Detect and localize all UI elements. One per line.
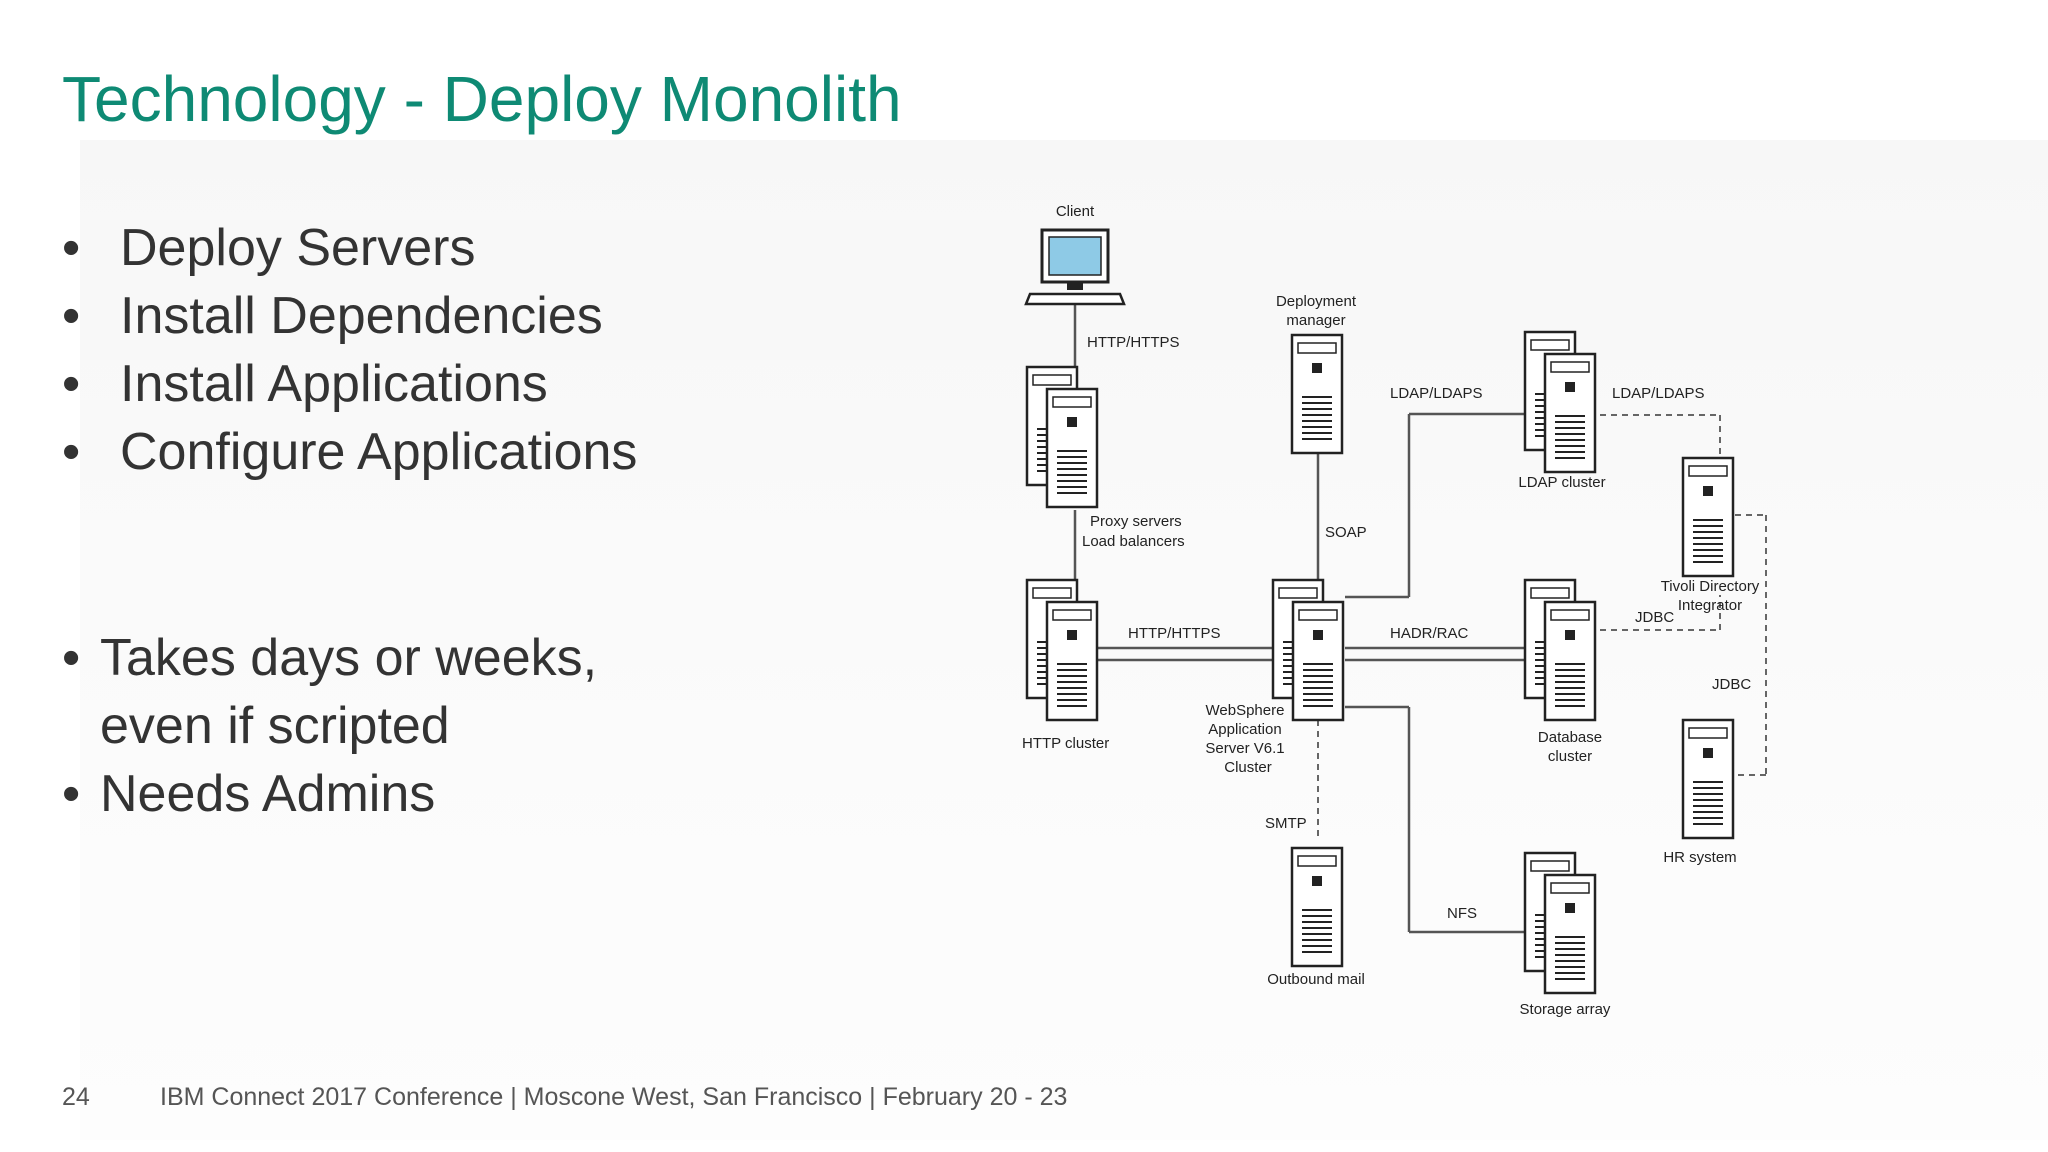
http-server-icon	[1027, 580, 1097, 720]
label-soap: SOAP	[1325, 524, 1367, 541]
label-was-3: Server V6.1	[1205, 740, 1284, 757]
label-was-2: Application	[1208, 721, 1281, 738]
label-nfs: NFS	[1447, 905, 1477, 922]
bullet-item: Install Dependencies	[62, 282, 637, 350]
label-jdbc-1: JDBC	[1635, 609, 1674, 626]
label-ldap-ldaps-2: LDAP/LDAPS	[1612, 385, 1705, 402]
label-smtp: SMTP	[1265, 815, 1307, 832]
bullet-item: Takes days or weeks, even if scripted	[62, 624, 660, 760]
bullet-item: Configure Applications	[62, 418, 637, 486]
hr-server-icon	[1681, 718, 1735, 840]
bullet-list-steps: Deploy Servers Install Dependencies Inst…	[62, 214, 637, 486]
bullet-list-issues: Takes days or weeks, even if scripted Ne…	[62, 624, 660, 828]
label-http-https-2: HTTP/HTTPS	[1128, 625, 1221, 642]
label-proxy-1: Proxy servers	[1090, 513, 1182, 530]
label-database-1: Database	[1538, 729, 1602, 746]
label-jdbc-2: JDBC	[1712, 676, 1751, 693]
label-ldap-cluster: LDAP cluster	[1518, 474, 1605, 491]
page-number: 24	[62, 1083, 90, 1111]
label-proxy-2: Load balancers	[1082, 533, 1185, 550]
label-hr-system: HR system	[1663, 849, 1736, 866]
footer-text: IBM Connect 2017 Conference | Moscone We…	[160, 1083, 1068, 1111]
label-http-cluster: HTTP cluster	[1022, 735, 1109, 752]
websphere-server-icon	[1273, 580, 1343, 720]
label-http-https-1: HTTP/HTTPS	[1087, 334, 1180, 351]
client-computer-icon	[1024, 228, 1126, 306]
bullet-item: Needs Admins	[62, 760, 660, 828]
bullet-item: Deploy Servers	[62, 214, 637, 282]
label-was-1: WebSphere	[1206, 702, 1285, 719]
deployment-manager-icon	[1290, 333, 1344, 455]
label-deployment-2: manager	[1286, 312, 1345, 329]
label-tivoli-2: Integrator	[1678, 597, 1742, 614]
database-server-icon	[1525, 580, 1595, 720]
label-tivoli-1: Tivoli Directory	[1661, 578, 1760, 595]
label-ldap-ldaps-1: LDAP/LDAPS	[1390, 385, 1483, 402]
proxy-server-icon	[1027, 367, 1097, 507]
bullet-item: Install Applications	[62, 350, 637, 418]
architecture-diagram: Client HTTP/HTTPS Proxy servers Load bal…	[1022, 203, 1767, 1018]
label-was-4: Cluster	[1224, 759, 1272, 776]
label-hadr-rac: HADR/RAC	[1390, 625, 1469, 642]
label-storage-array: Storage array	[1520, 1001, 1611, 1018]
mail-server-icon	[1290, 846, 1344, 968]
storage-server-icon	[1525, 853, 1595, 993]
label-database-2: cluster	[1548, 748, 1592, 765]
tivoli-server-icon	[1681, 456, 1735, 578]
label-deployment-1: Deployment	[1276, 293, 1357, 310]
slide-title: Technology - Deploy Monolith	[62, 63, 902, 135]
label-outbound-mail: Outbound mail	[1267, 971, 1365, 988]
ldap-server-icon	[1525, 332, 1595, 472]
label-client: Client	[1056, 203, 1095, 220]
